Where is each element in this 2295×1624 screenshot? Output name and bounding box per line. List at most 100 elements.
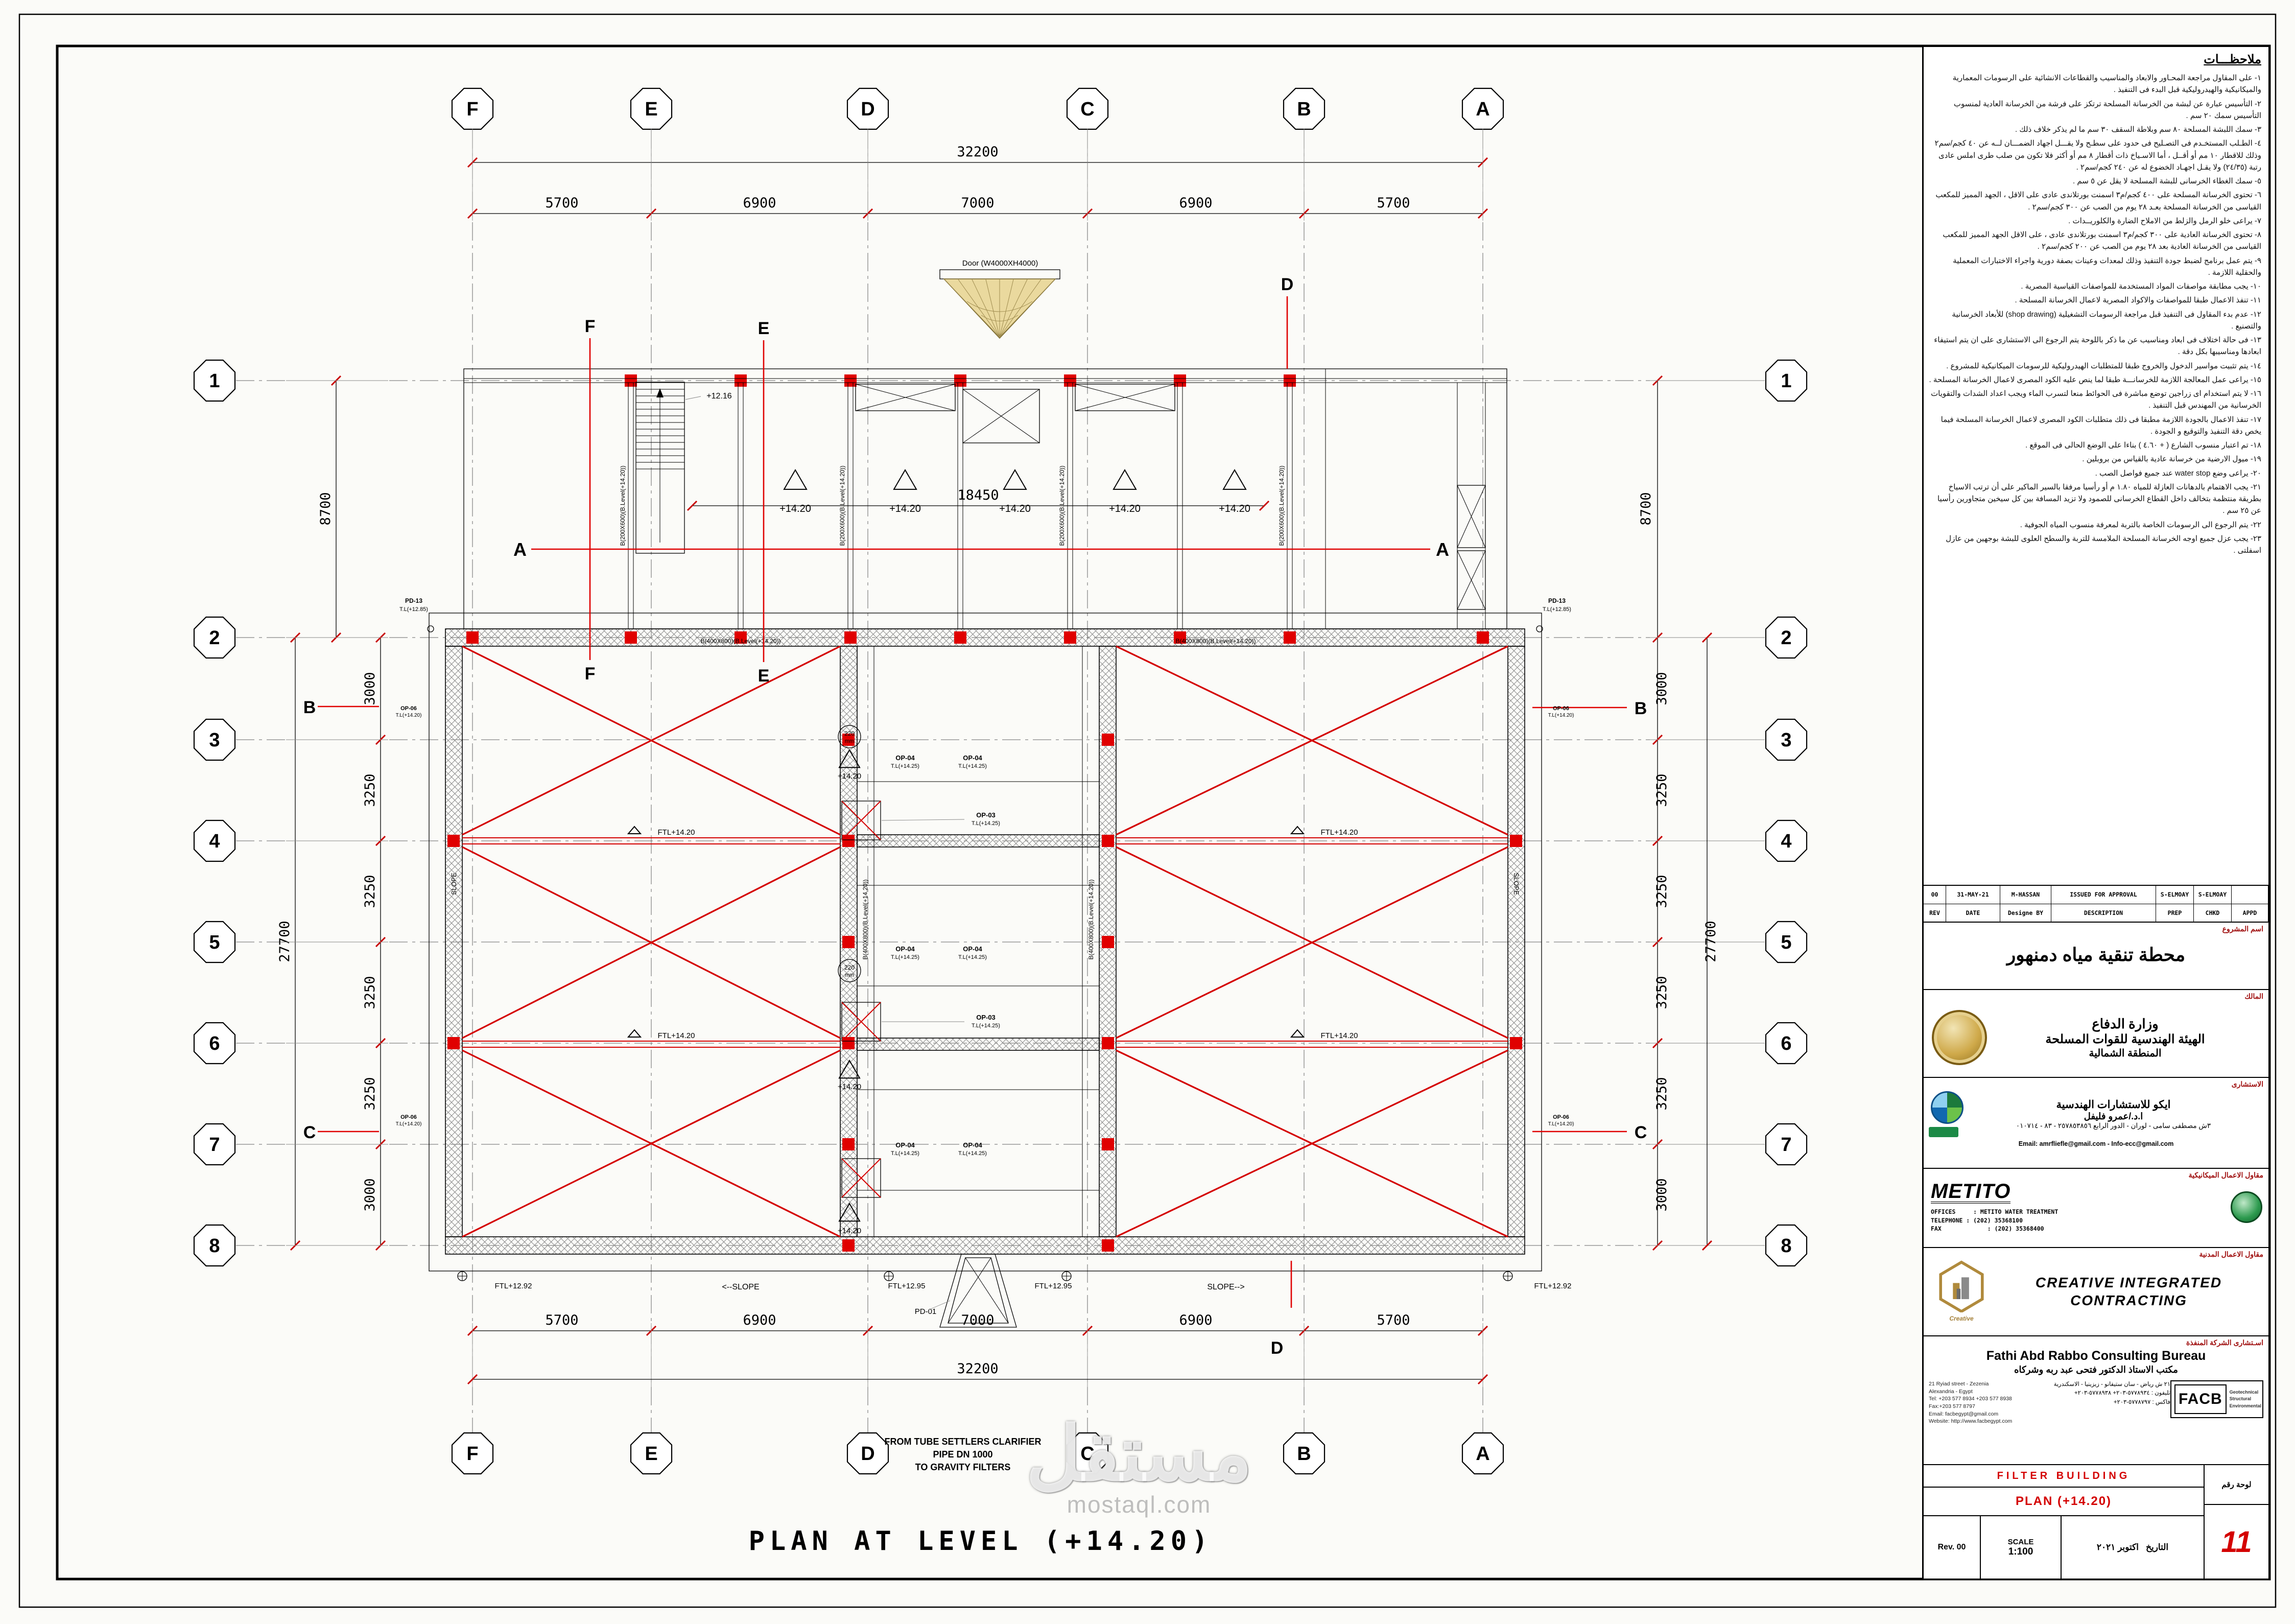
- line: [1457, 485, 1486, 548]
- note-item: ١٣- فى حالة اختلاف فى ابعاد ومناسيب عن م…: [1934, 336, 2261, 357]
- plan-sections-b: B: [1635, 699, 1647, 718]
- owner-label: المالك: [2244, 992, 2263, 1000]
- plan-labels-op03: OP-03: [976, 811, 996, 819]
- plan-sections-c: C: [303, 1123, 316, 1142]
- column-marker: [1102, 1138, 1114, 1150]
- level-triangle: [893, 469, 917, 490]
- grid-marker-label: 6: [209, 1033, 220, 1054]
- scale-label: SCALE: [2007, 1537, 2034, 1546]
- plan-labels-beam-400: B(400X800)(B.Level(+14.20)): [1087, 879, 1095, 959]
- building-name: FILTER BUILDING: [1924, 1465, 2204, 1488]
- line: [841, 801, 881, 840]
- x-panel: [841, 1002, 881, 1042]
- plan-dim-total: 32200: [957, 144, 998, 160]
- note-item: ٦- تحتوى الخرسانة المسلحة على ٤٠٠ كجم/م٣…: [1935, 191, 2261, 211]
- note-item: ٩- يتم عمل برنامج لضبط جودة التنفيذ وذلك…: [1953, 256, 2261, 277]
- plan-labels-mm: mm: [845, 972, 854, 978]
- date-value: اكتوبر ٢٠٢١: [2096, 1542, 2139, 1552]
- fan-arc: [966, 301, 1033, 312]
- plan-labels-level-1420: +14.20: [838, 1082, 861, 1091]
- x-panel: [841, 1158, 881, 1198]
- level-triangle: [838, 1060, 861, 1079]
- column-marker: [1102, 734, 1114, 746]
- plan-labels-tl-1420: T.L(+14.20): [1548, 1121, 1574, 1127]
- grid-marker: [846, 1432, 889, 1475]
- dim-tick: [1477, 1374, 1488, 1385]
- plan-labels-slope: SLOPE: [1512, 873, 1520, 895]
- plan-dim-left-3: 3250: [362, 976, 378, 1009]
- plan-labels-pd01: PD-01: [915, 1307, 937, 1316]
- column-marker: [954, 374, 966, 387]
- grid-marker-label: D: [861, 99, 874, 120]
- plan-labels-ftl-1295: FTL+12.95: [1035, 1282, 1072, 1290]
- grid-marker: [193, 1123, 236, 1166]
- notes-header: ملاحظـــات: [2204, 53, 2261, 66]
- x-panel: [841, 801, 881, 840]
- plan-sections-a: A: [513, 539, 527, 560]
- plan-sections-f: F: [585, 664, 596, 684]
- plan-dim-left-1: 3250: [1654, 773, 1670, 807]
- column-marker: [1064, 631, 1076, 644]
- x-panel: [1075, 384, 1175, 411]
- grid-marker-label: 5: [1781, 932, 1791, 953]
- metito-contact: OFFICES : METITO WATER TREATMENT TELEPHO…: [1931, 1208, 2059, 1233]
- decorative: METITO OFFICES : METITO WATER TREATMENT …: [1924, 1169, 2268, 1233]
- tank-x-brace: [1116, 846, 1508, 1039]
- grid-marker-label: E: [645, 99, 657, 120]
- stair: [635, 382, 685, 554]
- decorative: Creative CREATIVE INTEGRATED CONTRACTING: [1924, 1248, 2268, 1322]
- plan-dim-left-bay1: 8700: [318, 492, 334, 525]
- plan-labels-dia220: 220: [844, 964, 855, 971]
- plan-labels-ftl-1295: FTL+12.95: [888, 1282, 926, 1290]
- civil-contractor-section: مقاول الاعمال المدنية Creative CREATIVE …: [1924, 1248, 2268, 1336]
- grid-marker: [1765, 718, 1808, 761]
- column-marker: [1102, 1239, 1114, 1252]
- plan-dim-top-2: 7000: [961, 195, 994, 211]
- line: [841, 1158, 881, 1198]
- column-marker: [1064, 374, 1076, 387]
- x-panel: [962, 389, 1040, 443]
- plan-dim-inner: 18450: [957, 487, 999, 503]
- grid-marker: [1461, 1432, 1504, 1475]
- bureau-name: Fathi Abd Rabbo Consulting Bureau: [1986, 1349, 2206, 1363]
- line: [685, 396, 701, 400]
- scale-cell: SCALE 1:100: [1981, 1516, 2062, 1579]
- grid-marker: [1765, 1224, 1808, 1267]
- mechanical-label: مقاول الاعمال الميكانيكية: [2188, 1171, 2263, 1179]
- tank-x-brace: [462, 846, 841, 1039]
- sheet-info-block: FILTER BUILDING PLAN (+14.20) Rev. 00 SC…: [1924, 1465, 2268, 1579]
- grid-marker-label: 3: [209, 729, 220, 751]
- plan-labels-level-1216: +12.16: [706, 392, 731, 401]
- plan-labels-beam-200: B(200X600)(B.Level(+14.20)): [1058, 465, 1066, 546]
- plan-labels-op06: OP-06: [400, 1114, 417, 1120]
- level-triangle: [627, 1029, 642, 1038]
- note-item: ٢١- يجب الاهتمام بالدهانات العازلة للميا…: [1937, 482, 2261, 515]
- plan-dim-top-1: 6900: [743, 195, 776, 211]
- tank-x-brace: [1116, 1049, 1508, 1238]
- outer-border: [18, 13, 2277, 1608]
- plan-labels-pd13: PD-13: [405, 597, 422, 604]
- plan-labels-level-1420: +14.20: [999, 503, 1031, 514]
- plan-dim-left-2: 3250: [1654, 875, 1670, 908]
- note-item: ١- على المقاول مراجعة المحـاور والابعاد …: [1952, 74, 2261, 95]
- grid-marker: [193, 718, 236, 761]
- plan-sections-e: E: [758, 666, 770, 686]
- grid-marker: [193, 1022, 236, 1065]
- facb-logo: FACB Geotechnical Structural Environment…: [2170, 1380, 2263, 1418]
- fan-ray: [999, 278, 1014, 338]
- column-marker: [842, 835, 855, 847]
- plan-labels-beam-400: B(400X800)(B.Level(+14.20)): [700, 638, 780, 645]
- decorative: ايكو للاستشارات الهندسية ا.د./عمرو فليفل…: [1924, 1078, 2268, 1137]
- note-item: ١٩- ميول الارضية من خرسانة عادية بالقياس…: [2082, 455, 2261, 464]
- grid-marker: [1765, 1022, 1808, 1065]
- column-marker: [735, 374, 747, 387]
- revision-cell: Rev. 00: [1924, 1516, 1981, 1579]
- grid-marker-label: 1: [1781, 370, 1791, 392]
- column-marker: [1102, 936, 1114, 948]
- rev-header: CHKD: [2194, 904, 2232, 922]
- grid-marker: [193, 921, 236, 963]
- consultant-name: ايكو للاستشارات الهندسية: [2056, 1099, 2171, 1111]
- grid-marker: [1283, 1432, 1326, 1475]
- decorative: Creative: [1932, 1260, 1991, 1322]
- column-marker: [1102, 1037, 1114, 1049]
